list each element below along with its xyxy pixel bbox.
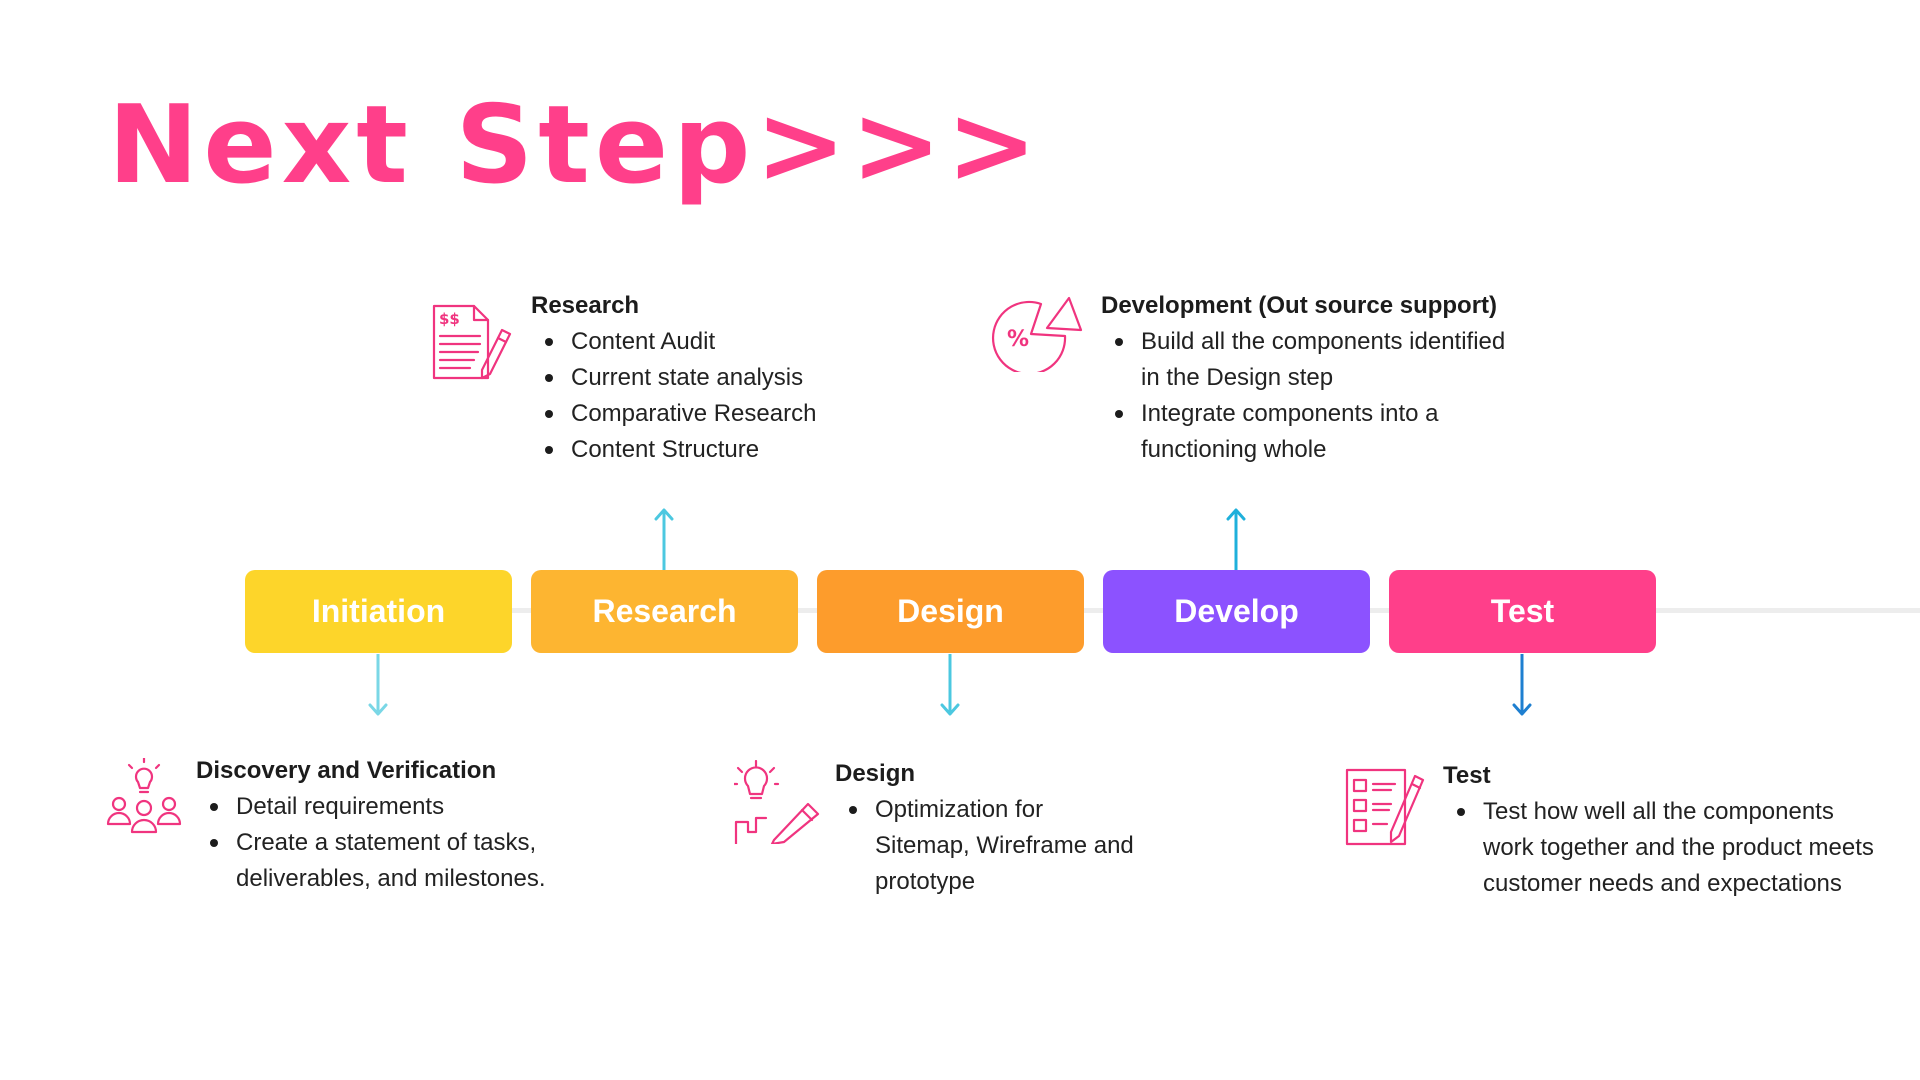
arrow-down-test xyxy=(1511,654,1533,718)
lightbulb-pencil-icon xyxy=(734,760,820,844)
develop-detail: Development (Out source support) Build a… xyxy=(1101,288,1521,468)
list-item: Optimization for Sitemap, Wireframe and … xyxy=(849,792,1135,900)
initiation-detail-title: Discovery and Verification xyxy=(196,757,497,784)
design-detail: Design Optimization for Sitemap, Wirefra… xyxy=(835,756,1135,900)
step-develop[interactable]: Develop xyxy=(1103,570,1370,653)
research-detail: Research Content Audit Current state ana… xyxy=(531,288,891,468)
list-item: Build all the components identified in t… xyxy=(1115,324,1521,396)
research-detail-list: Content Audit Current state analysis Com… xyxy=(531,324,891,468)
step-test-label: Test xyxy=(1490,593,1555,629)
test-detail: Test Test how well all the components wo… xyxy=(1443,758,1883,902)
arrow-up-research xyxy=(653,506,675,570)
list-item: Content Audit xyxy=(545,324,891,360)
list-item: Current state analysis xyxy=(545,360,891,396)
team-idea-icon xyxy=(106,758,182,836)
initiation-detail-list: Detail requirements Create a statement o… xyxy=(196,789,616,897)
step-design[interactable]: Design xyxy=(817,570,1084,653)
list-item: Test how well all the components work to… xyxy=(1457,794,1883,902)
arrow-down-design xyxy=(939,654,961,718)
svg-text:$$: $$ xyxy=(439,310,460,328)
pie-chart-icon: % xyxy=(987,292,1083,372)
list-item: Integrate components into a functioning … xyxy=(1115,396,1521,468)
design-detail-title: Design xyxy=(835,760,916,787)
develop-detail-title: Development (Out source support) xyxy=(1101,292,1498,319)
list-item: Comparative Research xyxy=(545,396,891,432)
svg-text:%: % xyxy=(1007,327,1029,352)
initiation-detail: Discovery and Verification Detail requir… xyxy=(196,753,616,897)
step-test[interactable]: Test xyxy=(1389,570,1656,653)
checklist-icon xyxy=(1345,766,1425,846)
research-detail-title: Research xyxy=(531,292,640,319)
develop-detail-list: Build all the components identified in t… xyxy=(1101,324,1521,468)
step-develop-label: Develop xyxy=(1174,593,1299,629)
list-item: Create a statement of tasks, deliverable… xyxy=(210,825,616,897)
design-detail-list: Optimization for Sitemap, Wireframe and … xyxy=(835,792,1135,900)
test-detail-list: Test how well all the components work to… xyxy=(1443,794,1883,902)
arrow-up-develop xyxy=(1225,506,1247,570)
step-initiation[interactable]: Initiation xyxy=(245,570,512,653)
invoice-document-icon: $$ xyxy=(430,302,514,382)
step-initiation-label: Initiation xyxy=(311,593,446,629)
arrow-down-initiation xyxy=(367,654,389,718)
list-item: Content Structure xyxy=(545,432,891,468)
step-research-label: Research xyxy=(592,593,737,629)
page-title: Next Step>>> xyxy=(108,83,1042,208)
test-detail-title: Test xyxy=(1443,762,1491,789)
list-item: Detail requirements xyxy=(210,789,616,825)
step-research[interactable]: Research xyxy=(531,570,798,653)
step-design-label: Design xyxy=(897,593,1004,629)
